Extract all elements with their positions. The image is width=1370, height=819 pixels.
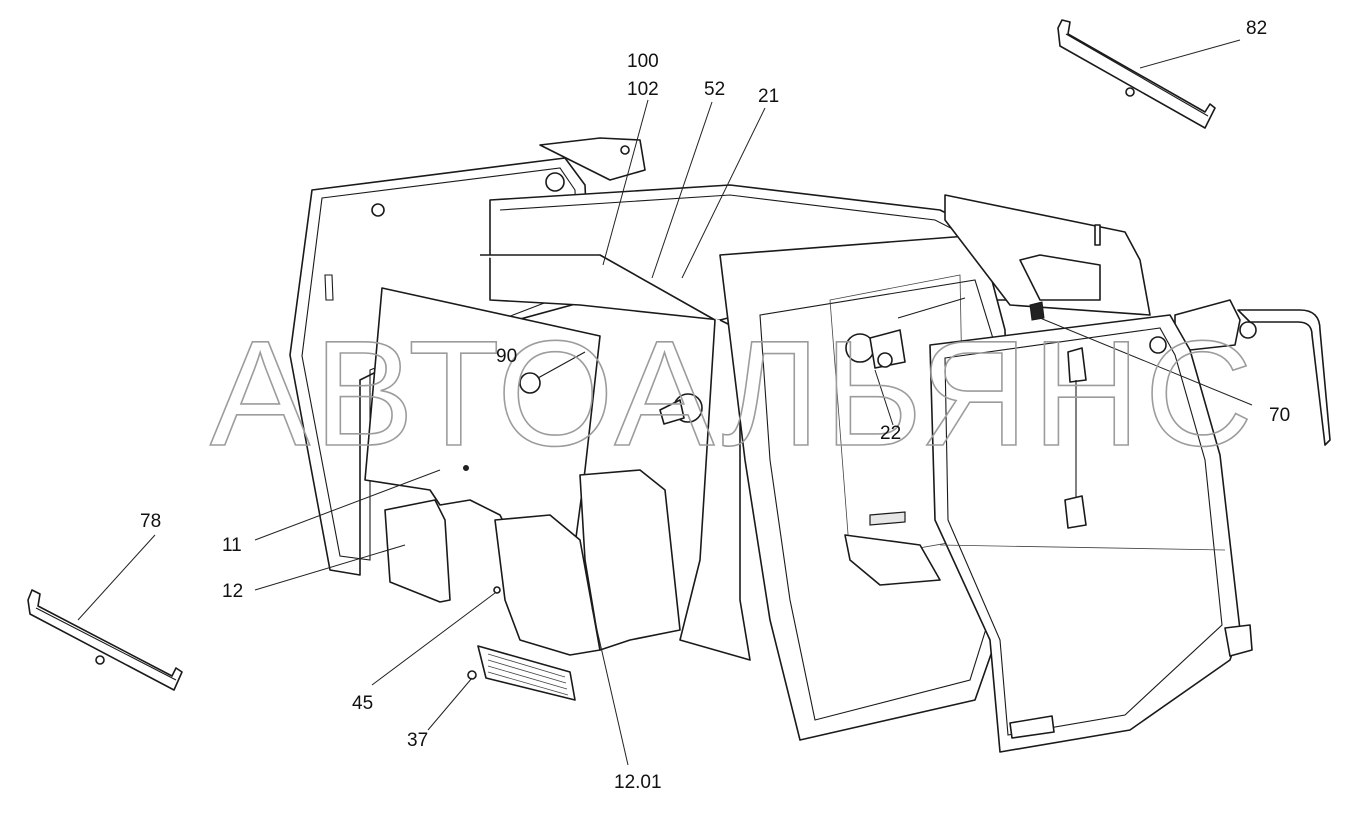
roof-rail-82: [1057, 19, 1216, 129]
callout-78: 78: [140, 511, 162, 532]
callout-100: 100: [627, 51, 659, 72]
callout-52: 52: [704, 79, 726, 100]
vent-grille: [467, 645, 576, 701]
right-door: [929, 314, 1253, 753]
trim-panel-12-01: [494, 469, 681, 656]
callout-102: 102: [627, 79, 659, 100]
callout-37: 37: [407, 730, 429, 751]
callout-90: 90: [496, 346, 518, 367]
rear-panel: [944, 194, 1151, 316]
grab-handle: [1029, 299, 1331, 446]
watermark: АВТОАЛЬЯНС: [210, 309, 1257, 477]
leader-lines: [77, 39, 1253, 766]
callout-82: 82: [1246, 18, 1268, 39]
wiper-motor-left: [659, 393, 703, 425]
top-hinge-bracket: [539, 137, 646, 181]
cab-body: [480, 184, 1011, 741]
wiper-motor-22: [845, 297, 966, 369]
trim-panel-12: [384, 499, 451, 603]
screw-45: [493, 586, 501, 594]
callout-12: 12: [222, 581, 244, 602]
callout-45: 45: [352, 693, 374, 714]
floor-rail-78: [27, 589, 183, 691]
callout-21: 21: [758, 86, 780, 107]
callout-22: 22: [880, 423, 902, 444]
callout-11: 11: [222, 535, 242, 556]
callout-12-01: 12.01: [614, 772, 662, 793]
callout-70: 70: [1269, 405, 1291, 426]
